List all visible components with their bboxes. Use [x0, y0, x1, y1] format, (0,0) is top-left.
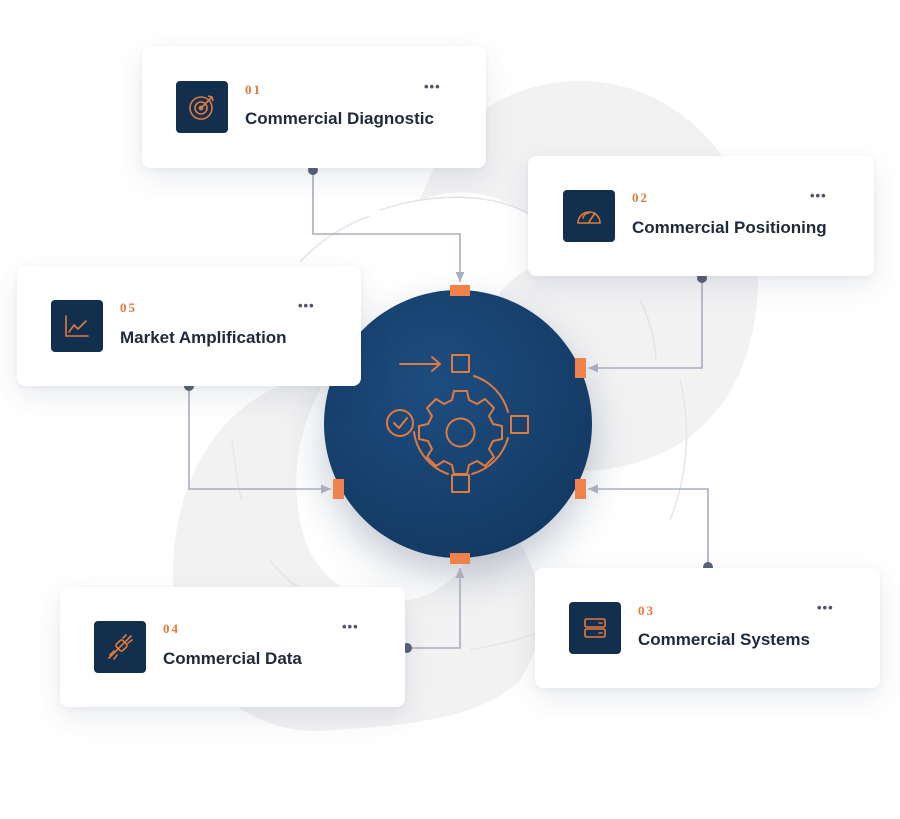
card-number: 02	[632, 190, 649, 205]
card-title: Market Amplification	[120, 328, 287, 347]
gear-center	[445, 417, 476, 448]
card-commercial-data[interactable]: 04 Commercial Data •••	[60, 587, 405, 707]
card-icon-tile	[51, 300, 103, 352]
card-commercial-systems[interactable]: 03 Commercial Systems •••	[535, 568, 880, 688]
process-ring	[473, 375, 509, 413]
card-title: Commercial Systems	[638, 630, 810, 649]
process-ring-left	[413, 431, 449, 475]
card-number: 05	[120, 300, 137, 315]
more-options-button[interactable]: •••	[298, 298, 315, 313]
card-icon-tile	[176, 81, 228, 133]
target-icon	[189, 95, 214, 120]
card-title: Commercial Diagnostic	[245, 109, 434, 128]
card-commercial-positioning[interactable]: 02 Commercial Positioning •••	[528, 156, 874, 276]
card-title: Commercial Data	[163, 649, 302, 668]
card-number: 04	[163, 621, 180, 636]
process-ring-lower	[471, 437, 509, 475]
process-box-bottom	[451, 474, 470, 493]
disconnected-plug-icon	[108, 634, 133, 660]
card-icon-tile	[563, 190, 615, 242]
gear-outline	[418, 390, 503, 475]
card-icon-tile	[94, 621, 146, 673]
check-circle	[386, 409, 414, 437]
card-number: 03	[638, 603, 655, 618]
speedometer-icon	[577, 211, 601, 224]
card-number: 01	[245, 82, 262, 97]
server-icon	[584, 618, 606, 638]
card-market-amplification[interactable]: 05 Market Amplification •••	[17, 266, 361, 386]
gear-process-icon	[386, 354, 529, 493]
more-options-button[interactable]: •••	[810, 188, 827, 203]
line-chart-icon	[65, 315, 89, 337]
process-box-top	[451, 354, 470, 373]
card-commercial-diagnostic[interactable]: 01 Commercial Diagnostic •••	[142, 46, 486, 168]
input-arrow	[399, 356, 441, 372]
swirl-arc-2	[299, 215, 371, 263]
card-title: Commercial Positioning	[632, 218, 827, 237]
more-options-button[interactable]: •••	[424, 79, 441, 94]
central-hub	[324, 290, 592, 558]
check-mark	[393, 417, 408, 429]
card-icon-tile	[569, 602, 621, 654]
process-box-right	[510, 415, 529, 434]
more-options-button[interactable]: •••	[342, 619, 359, 634]
more-options-button[interactable]: •••	[817, 600, 834, 615]
